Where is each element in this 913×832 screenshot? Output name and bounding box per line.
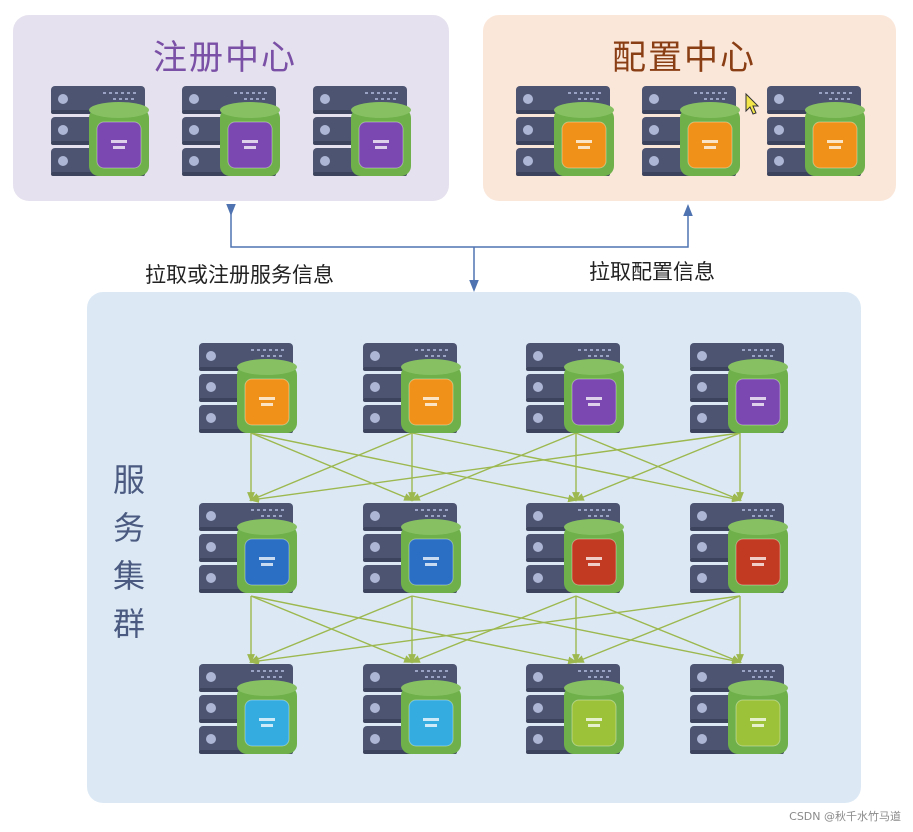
database-icon (564, 359, 624, 433)
registry-center-title: 注册中心 (153, 38, 297, 78)
cluster-server-r3c3 (526, 664, 624, 754)
center-connector (226, 204, 693, 292)
database-icon (237, 519, 297, 593)
database-icon (728, 680, 788, 754)
database-icon (237, 680, 297, 754)
pull-register-label: 拉取或注册服务信息 (145, 263, 334, 287)
database-icon (680, 102, 740, 176)
mesh-arrows-row2 (247, 595, 744, 665)
cluster-server-r1c1 (199, 343, 297, 433)
cluster-server-r1c2 (363, 343, 461, 433)
database-icon (401, 359, 461, 433)
config-server-3 (767, 86, 865, 176)
cluster-server-r1c4 (690, 343, 788, 433)
cluster-server-r3c2 (363, 664, 461, 754)
database-icon (401, 680, 461, 754)
cluster-server-r2c4 (690, 503, 788, 593)
config-center-title: 配置中心 (612, 38, 756, 78)
registry-server-2 (182, 86, 280, 176)
cluster-server-r3c1 (199, 664, 297, 754)
registry-server-3 (313, 86, 411, 176)
database-icon (805, 102, 865, 176)
database-icon (728, 519, 788, 593)
pull-config-label: 拉取配置信息 (589, 260, 715, 284)
cluster-server-r3c4 (690, 664, 788, 754)
config-server-1 (516, 86, 614, 176)
database-icon (220, 102, 280, 176)
mesh-arrows-row1 (247, 432, 744, 503)
config-server-2 (642, 86, 740, 176)
cluster-server-r2c3 (526, 503, 624, 593)
database-icon (564, 680, 624, 754)
database-icon (89, 102, 149, 176)
cluster-server-r2c1 (199, 503, 297, 593)
database-icon (728, 359, 788, 433)
watermark-text: CSDN @秋千水竹马道 (789, 810, 901, 823)
database-icon (351, 102, 411, 176)
service-cluster-label: 服务集群 (112, 461, 145, 643)
database-icon (554, 102, 614, 176)
mouse-cursor-icon (745, 92, 760, 115)
database-icon (564, 519, 624, 593)
cluster-server-r2c2 (363, 503, 461, 593)
cluster-server-r1c3 (526, 343, 624, 433)
database-icon (237, 359, 297, 433)
registry-server-1 (51, 86, 149, 176)
database-icon (401, 519, 461, 593)
